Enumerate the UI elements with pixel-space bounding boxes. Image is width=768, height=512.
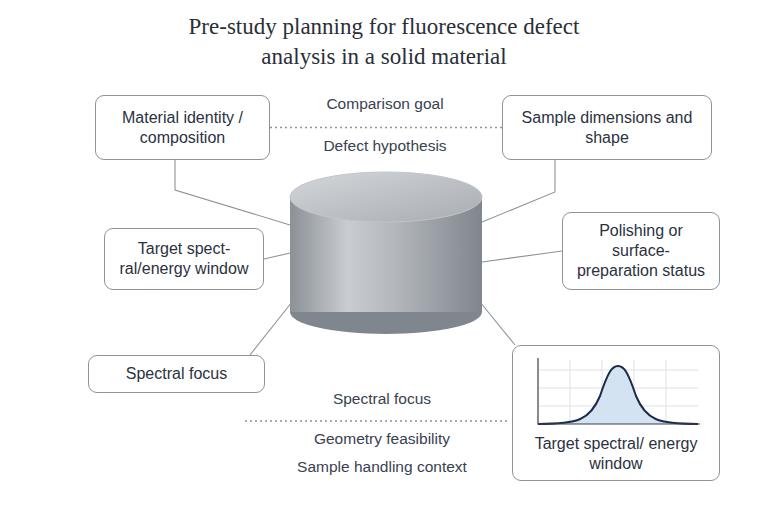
box-text: Spectral focus [126, 364, 227, 384]
box-text: Polishing or surface-preparation status [573, 221, 709, 281]
info-box: Polishing or surface-preparation status [562, 212, 720, 290]
note-label: Geometry feasibility [311, 430, 453, 448]
box-text: Target spect- ral/energy window [115, 239, 253, 279]
info-box: Target spect- ral/energy window [104, 228, 264, 290]
dotted-connector [270, 127, 502, 128]
dotted-divider [245, 420, 510, 421]
note-label: Spectral focus [330, 390, 434, 408]
box-text: Material identity / composition [106, 108, 259, 148]
spectrum-plot [528, 356, 704, 436]
info-box: Sample dimensions and shape [502, 95, 712, 160]
note-label: Defect hypothesis [320, 137, 449, 155]
sample-cylinder [290, 172, 482, 334]
box-text: Sample dimensions and shape [513, 108, 701, 148]
note-label: Comparison goal [323, 95, 446, 113]
note-label: Sample handling context [294, 458, 470, 476]
info-box: Material identity / composition [95, 95, 270, 160]
box-text: Target spectral/ energy window [523, 434, 709, 474]
diagram-title: Pre-study planning for fluorescence defe… [184, 12, 584, 72]
info-box: Spectral focus [88, 355, 265, 393]
